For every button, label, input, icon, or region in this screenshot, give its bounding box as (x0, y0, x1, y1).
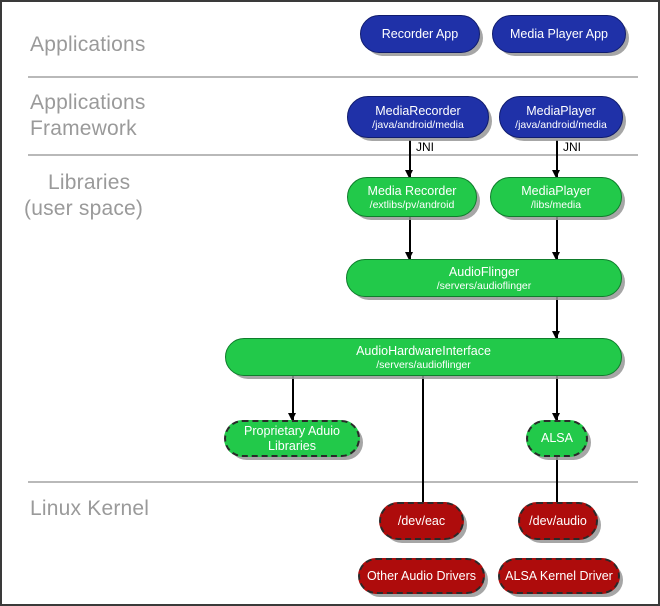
layer-label-libraries-line1: Libraries (48, 171, 131, 194)
edge-label-jni-left: JNI (416, 140, 434, 154)
node-audiohardwareinterface-path: /servers/audioflinger (376, 358, 471, 371)
connector-mediaplayer-to-audioflinger (556, 217, 558, 259)
arrowhead-jni-right (552, 170, 560, 178)
node-mediaplayer-library[interactable]: MediaPlayer /libs/media (490, 177, 622, 217)
node-recorder-app[interactable]: Recorder App (360, 15, 480, 53)
node-mediarecorder-framework-path: /java/android/media (372, 118, 464, 131)
arrowhead-audioflinger-to-audiohardware (552, 331, 560, 339)
connector-alsa-to-dev-audio (556, 457, 558, 509)
node-media-player-app-title: Media Player App (510, 26, 608, 41)
node-audiohardwareinterface[interactable]: AudioHardwareInterface /servers/audiofli… (225, 338, 622, 376)
node-media-recorder-library-title: Media Recorder (367, 183, 457, 198)
node-audioflinger[interactable]: AudioFlinger /servers/audioflinger (346, 259, 622, 297)
node-alsa-kernel-driver-title: ALSA Kernel Driver (505, 568, 613, 583)
arrowhead-audiohardware-to-alsa (552, 413, 560, 421)
node-audiohardwareinterface-title: AudioHardwareInterface (356, 343, 491, 358)
node-alsa[interactable]: ALSA (526, 420, 588, 457)
connector-jni-left (409, 140, 411, 177)
layer-label-applications-framework-line1: Applications (30, 91, 146, 114)
node-other-audio-drivers[interactable]: Other Audio Drivers (358, 558, 485, 594)
connector-audiohardware-to-dev-eac (422, 376, 424, 509)
divider-framework-libraries (28, 154, 638, 156)
node-media-player-app[interactable]: Media Player App (492, 15, 626, 53)
node-mediarecorder-framework[interactable]: MediaRecorder /java/android/media (347, 96, 489, 138)
node-audioflinger-title: AudioFlinger (448, 264, 520, 279)
node-dev-eac-title: /dev/eac (397, 513, 446, 528)
layer-label-libraries-line2: (user space) (24, 197, 144, 220)
node-mediaplayer-framework-title: MediaPlayer (526, 103, 596, 118)
node-alsa-kernel-driver[interactable]: ALSA Kernel Driver (498, 558, 620, 594)
node-other-audio-drivers-title: Other Audio Drivers (366, 568, 477, 583)
node-proprietary-audio-libraries-line1: Proprietary Aduio (244, 423, 340, 438)
arrowhead-mediarecorder-to-audioflinger (405, 252, 413, 260)
connector-mediarecorder-to-audioflinger (409, 217, 411, 259)
node-mediaplayer-library-title: MediaPlayer (521, 183, 591, 198)
layer-label-applications-framework-line2: Framework (30, 117, 137, 140)
arrowhead-audiohardware-to-proprietary (288, 413, 296, 421)
connector-audioflinger-to-audiohardware (556, 297, 558, 338)
divider-libraries-kernel (28, 481, 638, 483)
layer-label-applications: Applications (30, 33, 146, 56)
connector-audiohardware-to-alsa (556, 376, 558, 420)
node-alsa-title: ALSA (541, 431, 573, 445)
node-media-recorder-library-path: /extlibs/pv/android (369, 198, 455, 211)
node-mediaplayer-framework-path: /java/android/media (515, 118, 607, 131)
node-proprietary-audio-libraries-line2: Libraries (268, 438, 316, 453)
node-mediarecorder-framework-title: MediaRecorder (375, 103, 461, 118)
layer-label-linux-kernel: Linux Kernel (30, 497, 150, 520)
node-mediaplayer-library-path: /libs/media (530, 198, 582, 211)
node-dev-audio-title: /dev/audio (529, 513, 587, 528)
node-dev-eac[interactable]: /dev/eac (379, 502, 464, 540)
arrowhead-jni-left (405, 170, 413, 178)
node-media-recorder-library[interactable]: Media Recorder /extlibs/pv/android (347, 177, 477, 217)
connector-audiohardware-to-proprietary (292, 376, 294, 420)
edge-label-jni-right: JNI (563, 140, 581, 154)
arrowhead-mediaplayer-to-audioflinger (552, 252, 560, 260)
node-dev-audio[interactable]: /dev/audio (518, 502, 598, 540)
connector-jni-right (556, 140, 558, 177)
node-mediaplayer-framework[interactable]: MediaPlayer /java/android/media (499, 96, 623, 138)
node-audioflinger-path: /servers/audioflinger (436, 279, 532, 292)
divider-applications-framework (28, 76, 638, 78)
node-recorder-app-title: Recorder App (381, 26, 459, 41)
node-proprietary-audio-libraries[interactable]: Proprietary Aduio Libraries (224, 420, 360, 457)
